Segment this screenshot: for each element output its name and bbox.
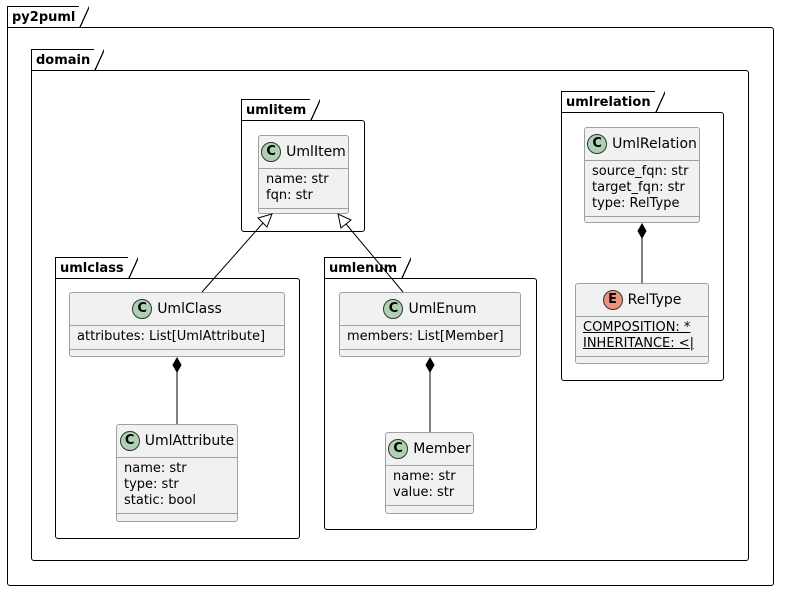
field: members: List[Member] [347, 329, 504, 344]
inheritance-umlclass-umlitem [201, 213, 273, 293]
enum-name: RelType [627, 292, 682, 308]
class-icon: C [383, 299, 404, 319]
enum-value: COMPOSITION: * [583, 320, 691, 335]
class-icon: C [132, 299, 153, 319]
field: static: bool [124, 493, 196, 508]
class-icon: C [587, 134, 608, 154]
enum-icon: E [602, 290, 623, 310]
package-label: domain [31, 48, 105, 71]
class-name: Member [413, 441, 471, 457]
field: type: str [124, 477, 179, 492]
field: source_fqn: str [592, 164, 689, 179]
class-umlrelation[interactable]: C UmlRelation source_fqn: str target_fqn… [584, 127, 700, 223]
composition-umlenum-member [425, 356, 435, 432]
package-label: umlitem [241, 98, 321, 121]
package-py2puml: py2puml [7, 5, 774, 586]
enum-value: INHERITANCE: <| [583, 336, 695, 351]
enum-reltype[interactable]: E RelType COMPOSITION: * INHERITANCE: <| [575, 283, 709, 364]
package-label: umlclass [55, 256, 138, 279]
package-umlclass: umlclass [55, 256, 300, 539]
package-label: py2puml [7, 5, 90, 28]
package-umlitem: umlitem [241, 98, 365, 232]
class-umlitem[interactable]: C UmlItem name: str fqn: str [258, 135, 349, 214]
class-member[interactable]: C Member name: str value: str [385, 432, 474, 514]
class-icon: C [119, 431, 140, 451]
package-umlrelation: umlrelation [561, 90, 724, 381]
class-icon: C [261, 142, 282, 162]
class-name: UmlClass [157, 301, 222, 317]
package-label: umlrelation [561, 90, 665, 113]
class-umlclass[interactable]: C UmlClass attributes: List[UmlAttribute… [69, 292, 285, 357]
field: name: str [393, 469, 456, 484]
package-domain: domain [31, 48, 749, 561]
class-name: UmlAttribute [144, 433, 235, 449]
field: type: RelType [592, 196, 680, 211]
package-label: umlenum [324, 256, 412, 279]
class-name: UmlEnum [408, 301, 477, 317]
class-name: UmlRelation [612, 136, 697, 152]
field: attributes: List[UmlAttribute] [77, 329, 266, 344]
field: fqn: str [266, 188, 313, 203]
field: target_fqn: str [592, 180, 685, 195]
class-umlattribute[interactable]: C UmlAttribute name: str type: str stati… [116, 424, 238, 522]
class-umlenum[interactable]: C UmlEnum members: List[Member] [339, 292, 521, 357]
field: value: str [393, 485, 455, 500]
class-icon: C [388, 439, 409, 459]
inheritance-umlenum-umlitem [337, 213, 404, 293]
composition-umlrelation-reltype [637, 222, 647, 283]
field: name: str [266, 172, 329, 187]
package-umlenum: umlenum [324, 256, 537, 530]
composition-umlclass-umlattribute [172, 356, 182, 424]
class-name: UmlItem [286, 144, 346, 160]
field: name: str [124, 461, 187, 476]
